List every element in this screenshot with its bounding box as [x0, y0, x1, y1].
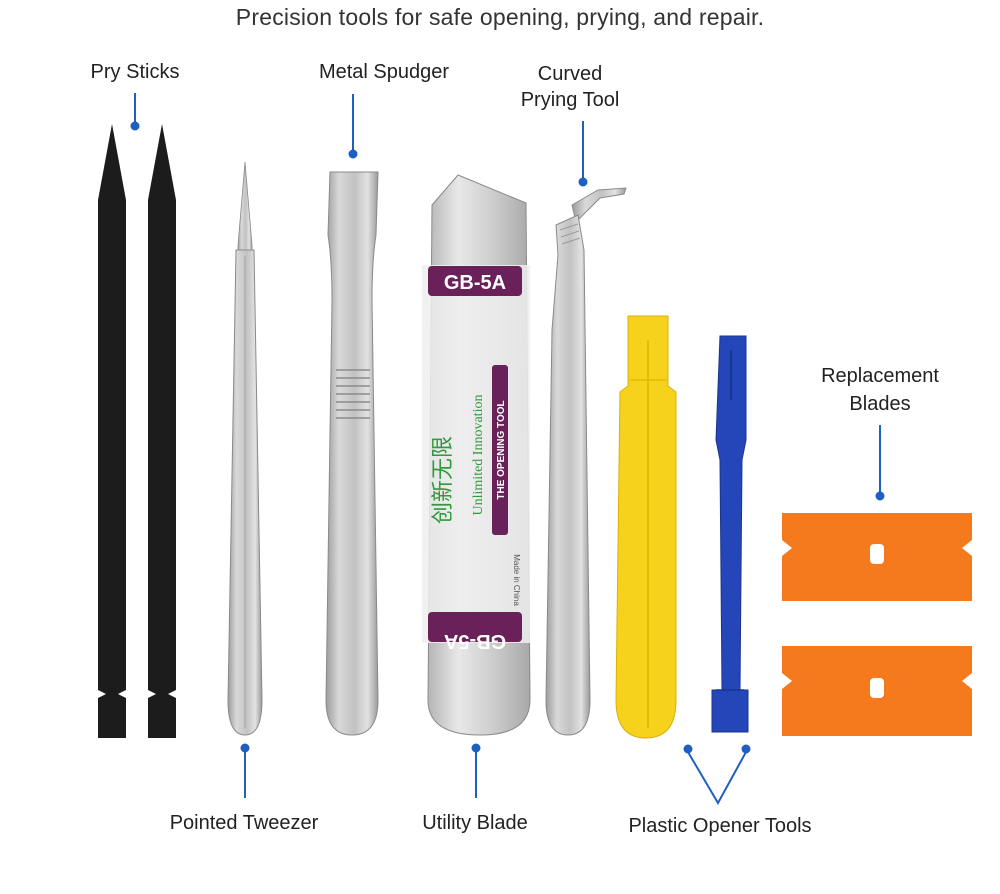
label-pointed-tweezer: Pointed Tweezer [169, 812, 319, 834]
label-replacement-line1: Replacement [821, 365, 939, 387]
blade-model-bottom: GB-5A [444, 630, 506, 652]
pry-stick-left [98, 124, 126, 738]
metal-spudger [325, 171, 379, 736]
blade-subtitle-text: THE OPENING TOOL [496, 400, 507, 499]
label-curved-prying-line2: Prying Tool [520, 89, 620, 111]
label-replacement-line2: Blades [849, 393, 911, 415]
utility-blade: GB-5A GB-5A 创新无限 Unlimited Innovation TH… [422, 174, 531, 736]
blade-label-bottom [428, 612, 522, 642]
yellow-opener-tool [615, 315, 677, 739]
label-plastic-opener-tools: Plastic Opener Tools [628, 815, 812, 837]
label-metal-spudger: Metal Spudger [318, 61, 450, 83]
pointed-tweezer [227, 161, 263, 736]
blade-label-top [428, 266, 522, 296]
pointer-lines [130, 93, 885, 806]
pry-sticks [98, 124, 176, 738]
label-curved-prying-line1: Curved [537, 63, 603, 85]
label-utility-blade: Utility Blade [422, 812, 528, 834]
replacement-blades [782, 513, 972, 736]
page-title: Precision tools for safe opening, prying… [235, 4, 765, 30]
blade-english-text: Unlimited Innovation [471, 395, 486, 516]
curved-prying-tool [545, 187, 627, 736]
blue-opener-tool [711, 335, 749, 733]
blade-model-top: GB-5A [444, 272, 506, 294]
label-pry-sticks: Pry Sticks [90, 61, 180, 83]
blade-chinese-text: 创新无限 [431, 436, 456, 524]
pry-stick-right [148, 124, 176, 738]
blade-origin-text: Made in China [512, 554, 521, 606]
